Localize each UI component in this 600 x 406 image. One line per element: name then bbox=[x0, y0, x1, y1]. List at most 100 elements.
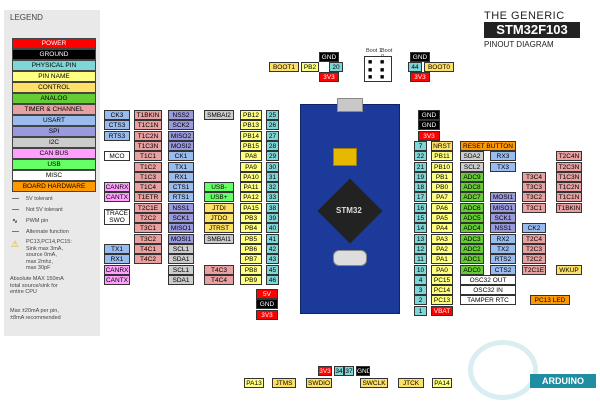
left-pin-name: PA11 bbox=[240, 182, 262, 193]
left-pin-number: 26 bbox=[266, 120, 279, 131]
left-func-a: MCO bbox=[104, 151, 130, 162]
right-func-d: T1C2N bbox=[556, 182, 582, 193]
right-pin-number: 3 bbox=[414, 285, 427, 296]
left-pin-name: PA15 bbox=[240, 202, 262, 213]
left-func-c: CTS1 bbox=[168, 182, 194, 193]
watermark-text: ARDUINO bbox=[530, 374, 596, 388]
left-power-pin: GND bbox=[256, 299, 278, 310]
legend-item: USB bbox=[12, 159, 96, 170]
left-pin-name: PB3 bbox=[240, 213, 262, 223]
jumper-pin-icon: ■ bbox=[368, 59, 373, 66]
left-func-c: MOSI1 bbox=[168, 233, 194, 244]
right-func-a: ADC1 bbox=[460, 254, 484, 265]
swd-right-label: PA14 bbox=[432, 378, 452, 388]
left-func-timer: T1C4 bbox=[134, 182, 162, 193]
legend-item: SPI bbox=[12, 126, 96, 137]
right-pin-number: 14 bbox=[414, 223, 427, 234]
left-func-a: CK3 bbox=[104, 110, 130, 120]
right-pin-number: 21 bbox=[414, 161, 427, 172]
left-func-timer: T3C1 bbox=[134, 223, 162, 234]
left-pin-number: 42 bbox=[266, 243, 279, 254]
right-pin-number: 10 bbox=[414, 264, 427, 275]
left-pin-number: 30 bbox=[266, 161, 279, 172]
left-func-d: T4C3 bbox=[204, 264, 234, 275]
legend-item: TIMER & CHANNEL bbox=[12, 104, 96, 115]
left-pin-number: 31 bbox=[266, 171, 279, 182]
left-power-pin: 3V3 bbox=[256, 309, 278, 320]
right-pin-name: PB10 bbox=[431, 161, 453, 172]
right-func-a: ADC7 bbox=[460, 192, 484, 203]
left-pin-number: 40 bbox=[266, 223, 279, 234]
left-pin-number: 38 bbox=[266, 202, 279, 213]
left-func-a: CANRX bbox=[104, 264, 130, 275]
left-func-a: TX1 bbox=[104, 243, 130, 254]
left-func-a: CANRX bbox=[104, 182, 130, 193]
crystal bbox=[333, 250, 367, 266]
left-pin-name: PA8 bbox=[240, 151, 262, 162]
left-func-a: CANTX bbox=[104, 274, 130, 285]
swd-left-label: PA13 bbox=[244, 378, 264, 388]
left-func-timer: T1C2 bbox=[134, 161, 162, 172]
legend-item: ANALOG bbox=[12, 93, 96, 104]
right-func-timer: T2C1E bbox=[522, 264, 546, 275]
legend-item: MISC bbox=[12, 170, 96, 181]
left-func-timer: T1C1N bbox=[134, 120, 162, 131]
left-func-timer: T1C3N bbox=[134, 140, 162, 151]
left-pin-number: 33 bbox=[266, 192, 279, 203]
right-func-b: TX2 bbox=[490, 243, 516, 254]
legend-note-alt: Alternate function bbox=[26, 229, 69, 235]
right-func-b: NSS1 bbox=[490, 223, 516, 234]
right-pin-number: 12 bbox=[414, 243, 427, 254]
legend-item: BOARD HARDWARE bbox=[12, 181, 96, 192]
left-func-timer: T4C1 bbox=[134, 243, 162, 254]
boot-jumper-block[interactable]: Boot 1 Boot 0 ■ ■ ■ ■ ■ ■ bbox=[364, 36, 394, 90]
right-func-d: T1BKIN bbox=[556, 202, 582, 213]
right-pin-name: NRST bbox=[431, 140, 453, 151]
right-pin-name: PB0 bbox=[431, 182, 453, 193]
line-icon: — bbox=[12, 228, 19, 235]
right-func-d: T2C4N bbox=[556, 151, 582, 162]
right-func-b: SCK1 bbox=[490, 213, 516, 223]
warning-icon: ⚠ bbox=[11, 239, 20, 249]
right-func-timer: T2C3 bbox=[522, 243, 546, 254]
right-pin-name: PA2 bbox=[431, 243, 453, 254]
legend-item: USART bbox=[12, 115, 96, 126]
left-func-timer: T2C2 bbox=[134, 213, 162, 223]
reset-button[interactable] bbox=[333, 148, 357, 166]
right-pin-number: 7 bbox=[414, 140, 427, 151]
left-pin-number: 46 bbox=[266, 274, 279, 285]
left-func-d: JTDO bbox=[204, 213, 234, 223]
usb-connector bbox=[337, 98, 363, 112]
right-func-a: ADC9 bbox=[460, 171, 484, 182]
right-power-pin: GND bbox=[418, 110, 440, 120]
right-func-timer: T2C2 bbox=[522, 254, 546, 265]
left-func-timer: T1C3 bbox=[134, 171, 162, 182]
left-func-c: SDA1 bbox=[168, 254, 194, 265]
left-pin-number: 43 bbox=[266, 254, 279, 265]
jumper-pin-icon: ■ bbox=[380, 59, 385, 66]
left-func-d: JTDI bbox=[204, 202, 234, 213]
right-func-d: T1C1N bbox=[556, 192, 582, 203]
left-pin-number: 41 bbox=[266, 233, 279, 244]
left-func-a: RX1 bbox=[104, 254, 130, 265]
left-pin-name: PB7 bbox=[240, 254, 262, 265]
right-pin-number: 2 bbox=[414, 295, 427, 306]
left-func-c: MISO2 bbox=[168, 130, 194, 141]
right-pin-number: 13 bbox=[414, 233, 427, 244]
right-pin-number: 16 bbox=[414, 202, 427, 213]
right-pin-number: 17 bbox=[414, 192, 427, 203]
legend-absmax: Absolute MAX 150mA total source/sink for… bbox=[10, 276, 64, 295]
right-func-a: SDA2 bbox=[460, 151, 484, 162]
left-func-c: CK1 bbox=[168, 151, 194, 162]
right-pin-number: 19 bbox=[414, 171, 427, 182]
top-right-boot0: BOOT0 bbox=[424, 62, 454, 72]
left-func-timer: T1C2N bbox=[134, 130, 162, 141]
left-func-c: MISO1 bbox=[168, 223, 194, 234]
left-pin-name: PB12 bbox=[240, 110, 262, 120]
left-func-d: SMBAI2 bbox=[204, 110, 234, 120]
left-func-d: SMBAI1 bbox=[204, 233, 234, 244]
swd-left-label: JTMS bbox=[272, 378, 296, 388]
right-pin-name: PA7 bbox=[431, 192, 453, 203]
left-func-a: CANTX bbox=[104, 192, 130, 203]
left-func-timer: T2C1E bbox=[134, 202, 162, 213]
